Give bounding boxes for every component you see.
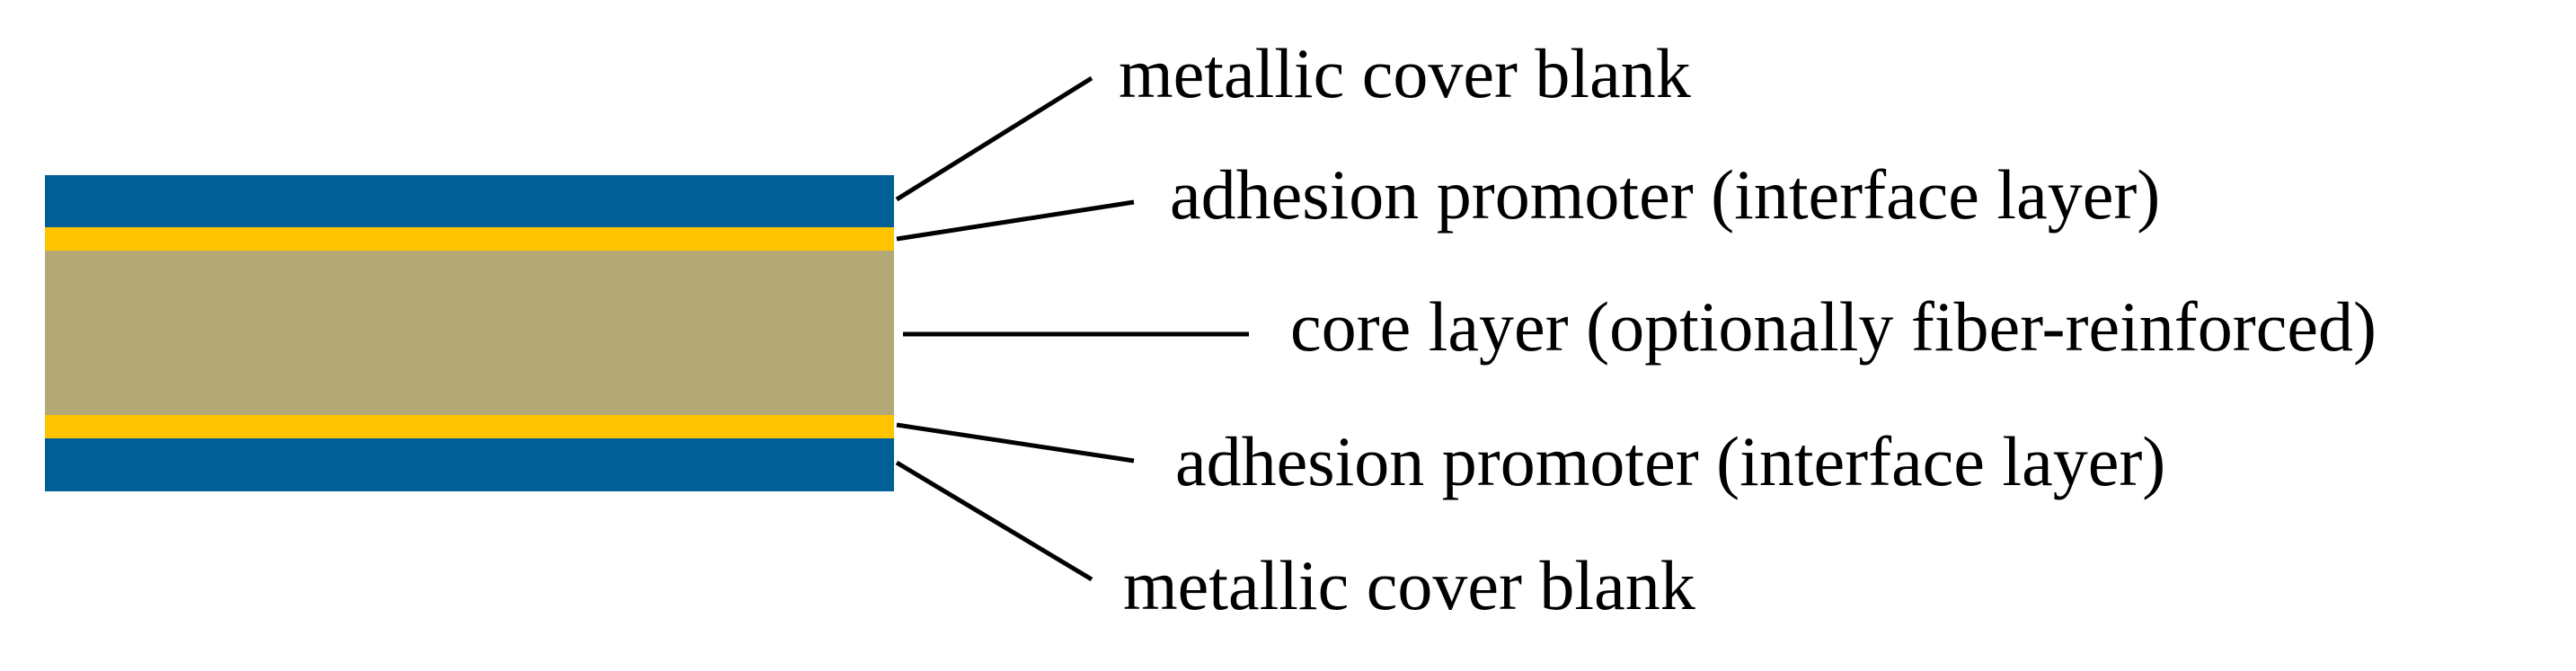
label-core-layer: core layer (optionally fiber-reinforced) (1290, 287, 2377, 366)
layer-labels: metallic cover blank adhesion promoter (… (1119, 34, 2377, 624)
leader-line-bottom-adhesion (896, 422, 1135, 464)
label-bottom-adhesion-promoter: adhesion promoter (interface layer) (1175, 422, 2165, 500)
label-bottom-metallic-cover: metallic cover blank (1123, 546, 1695, 624)
leader-line-top-cover (895, 75, 1093, 202)
leader-line-top-adhesion (896, 199, 1135, 242)
leader-lines (895, 75, 1249, 582)
label-top-adhesion-promoter: adhesion promoter (interface layer) (1170, 155, 2160, 234)
label-top-metallic-cover: metallic cover blank (1119, 34, 1691, 112)
leader-line-bottom-cover (895, 460, 1093, 582)
top-adhesion-promoter-layer (45, 227, 894, 251)
layer-stack (45, 175, 894, 491)
bottom-metallic-cover-layer (45, 438, 894, 491)
top-metallic-cover-layer (45, 175, 894, 227)
core-layer (45, 251, 894, 415)
bottom-adhesion-promoter-layer (45, 415, 894, 438)
